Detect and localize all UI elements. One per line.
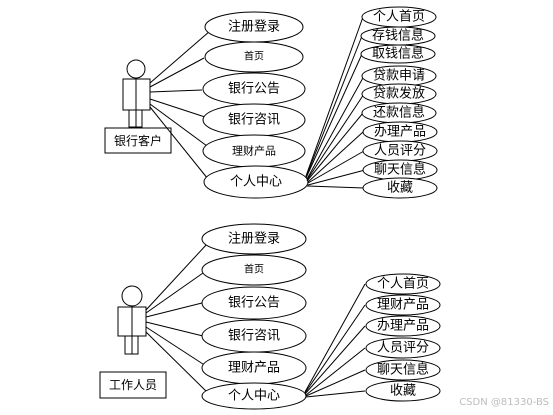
use-case-ellipse [204,41,304,73]
connectors-customer-sub [305,16,366,189]
use-case-label: 银行公告 [228,296,280,311]
subcase-ellipse [365,359,441,381]
subcase-label: 人员评分 [377,341,429,356]
subcase-label: 人员评分 [374,144,426,159]
diagram-customer-text: 银行客户 注册登录 首页 银行公告 银行咨讯 理财产品 个人中心 个人首页 存钱… [114,10,426,196]
actor-label-box-staff [99,371,167,399]
subcase-label: 收藏 [390,384,416,399]
subcase-ellipse [365,380,441,402]
subcase-label: 收藏 [387,181,413,196]
watermark: CSDN @81330-BS [459,397,549,408]
connectors-customer-main [149,30,211,180]
use-case-label: 注册登录 [228,232,280,247]
use-case-label: 理财产品 [228,361,280,376]
subcase-ellipse [365,315,441,337]
use-case-ellipse [201,286,307,320]
subcase-label: 贷款申请 [373,69,425,84]
use-case-label: 个人中心 [228,389,280,404]
actor-figure-staff [117,285,147,355]
use-case-label: 首页 [244,263,264,276]
use-case-label: 银行公告 [228,82,280,97]
subcase-label: 还款信息 [373,105,425,121]
subcase-label: 个人首页 [373,10,425,25]
diagram-staff-text: 工作人员 注册登录 首页 银行公告 银行咨讯 理财产品 个人中心 个人首页 理财… [109,232,429,404]
use-case-label: 理财产品 [232,144,276,158]
use-case-label: 银行咨讯 [228,113,280,128]
actor-label: 工作人员 [109,378,157,392]
subcase-label: 办理产品 [377,319,429,334]
connectors-staff-main [145,243,209,394]
subcase-label: 办理产品 [374,125,426,140]
actor-figure-customer [122,59,151,128]
use-case-diagram-customer [104,6,438,199]
use-case-label: 个人中心 [230,175,282,190]
actor-label: 银行客户 [114,133,162,148]
subcase-ellipse [362,177,438,199]
subcase-label: 聊天信息 [374,162,426,178]
subcase-label: 存钱信息 [372,28,424,44]
actor-label-box-customer [104,127,172,154]
use-case-label: 首页 [244,50,264,63]
subcase-ellipse [365,337,441,359]
subcase-label: 取钱信息 [372,46,424,62]
subcase-ellipse [365,273,441,295]
use-case-label: 注册登录 [228,20,280,35]
use-case-label: 银行咨讯 [228,329,280,344]
subcase-label: 贷款发放 [373,86,425,102]
subcase-label: 聊天信息 [377,362,429,378]
subcase-label: 个人首页 [377,277,429,292]
use-case-ellipse [201,254,307,286]
use-case-diagram-staff [99,223,441,410]
subcase-label: 理财产品 [377,298,429,313]
subcase-ellipse [360,44,436,64]
use-case-ellipse [201,223,307,255]
connectors-staff-sub [304,283,366,398]
subcase-ellipse [365,294,441,316]
